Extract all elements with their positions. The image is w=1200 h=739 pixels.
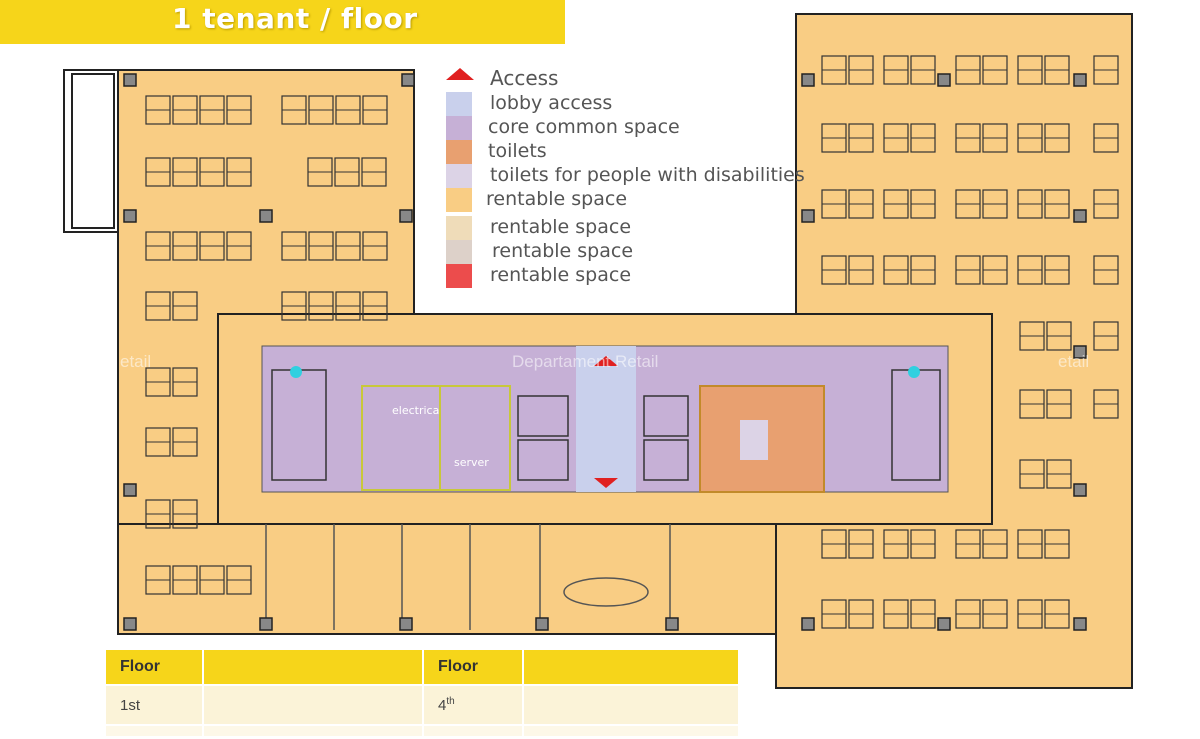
floor-table: Floor Floor 1st 4th xyxy=(106,650,740,736)
column xyxy=(259,617,273,631)
columns xyxy=(123,73,1087,631)
floor-table-header: Floor Floor xyxy=(106,650,740,685)
floor-header-1: Floor xyxy=(106,650,204,685)
legend-item-access: Access xyxy=(444,66,844,90)
lobby-access xyxy=(576,346,636,492)
access-arrow-up-icon xyxy=(594,356,618,366)
accessible-toilet xyxy=(740,420,768,460)
column xyxy=(1073,483,1087,497)
floor-cell xyxy=(523,684,740,725)
column xyxy=(399,617,413,631)
floor-cell: 1st xyxy=(106,684,204,725)
legend-item-core: core common space xyxy=(444,116,844,140)
legend-swatch xyxy=(446,116,472,140)
column xyxy=(401,73,415,87)
shaft xyxy=(71,73,115,229)
column xyxy=(801,73,815,87)
fire-hose-icon xyxy=(290,366,302,378)
electrical-room xyxy=(361,385,441,491)
legend-swatch xyxy=(446,188,472,212)
watermark-right: etail xyxy=(1058,352,1090,371)
core-area xyxy=(261,345,949,493)
floor-header-4 xyxy=(523,650,740,685)
legend-item-rentable-3: rentable space xyxy=(444,240,844,264)
floor-header-3: Floor xyxy=(423,650,524,685)
floor-cell: 4th xyxy=(423,684,524,725)
column xyxy=(535,617,549,631)
table-row: 1st 4th xyxy=(106,684,740,725)
column xyxy=(1073,209,1087,223)
column xyxy=(665,617,679,631)
legend-swatch xyxy=(446,92,472,116)
desk-clusters xyxy=(145,55,1119,629)
office-partitions xyxy=(265,524,671,630)
floor-suffix: th xyxy=(446,696,455,707)
legend-swatch xyxy=(446,140,472,164)
banner-title: 1 tenant / floor xyxy=(172,2,418,35)
legend-item-accessible-toilets: toilets for people with disabilities xyxy=(444,164,844,188)
floor-cell xyxy=(203,684,424,725)
column xyxy=(123,73,137,87)
floor-number: 4 xyxy=(438,697,447,714)
table-row xyxy=(106,724,740,736)
floor-header-2 xyxy=(203,650,424,685)
server-room xyxy=(439,385,511,491)
legend-item-rentable-2: rentable space xyxy=(444,216,844,240)
title-banner: 1 tenant / floor xyxy=(0,0,565,44)
column xyxy=(937,617,951,631)
server-room-label: server xyxy=(454,456,489,469)
triangle-up-icon xyxy=(446,68,474,80)
fire-hose-icon xyxy=(908,366,920,378)
column xyxy=(937,73,951,87)
column xyxy=(801,617,815,631)
legend: Access lobby access core common space to… xyxy=(444,66,844,296)
column xyxy=(1073,73,1087,87)
legend-item-rentable-4: rentable space xyxy=(444,264,844,288)
column xyxy=(1073,345,1087,359)
legend-swatch xyxy=(446,264,472,288)
watermark-left: etail xyxy=(120,352,152,371)
legend-swatch xyxy=(446,216,472,240)
column xyxy=(259,209,273,223)
legend-swatch xyxy=(446,164,472,188)
electrical-room-label: electrica xyxy=(392,404,440,417)
legend-item-lobby-access: lobby access xyxy=(444,92,844,116)
column xyxy=(1073,617,1087,631)
access-arrow-down-icon xyxy=(594,478,618,488)
column xyxy=(123,209,137,223)
column xyxy=(801,209,815,223)
legend-item-rentable-1: rentable space xyxy=(444,188,844,212)
legend-swatch xyxy=(446,240,472,264)
column xyxy=(123,617,137,631)
watermark-center: Departament Retail xyxy=(512,352,659,371)
legend-item-toilets: toilets xyxy=(444,140,844,164)
column xyxy=(123,483,137,497)
column xyxy=(399,209,413,223)
